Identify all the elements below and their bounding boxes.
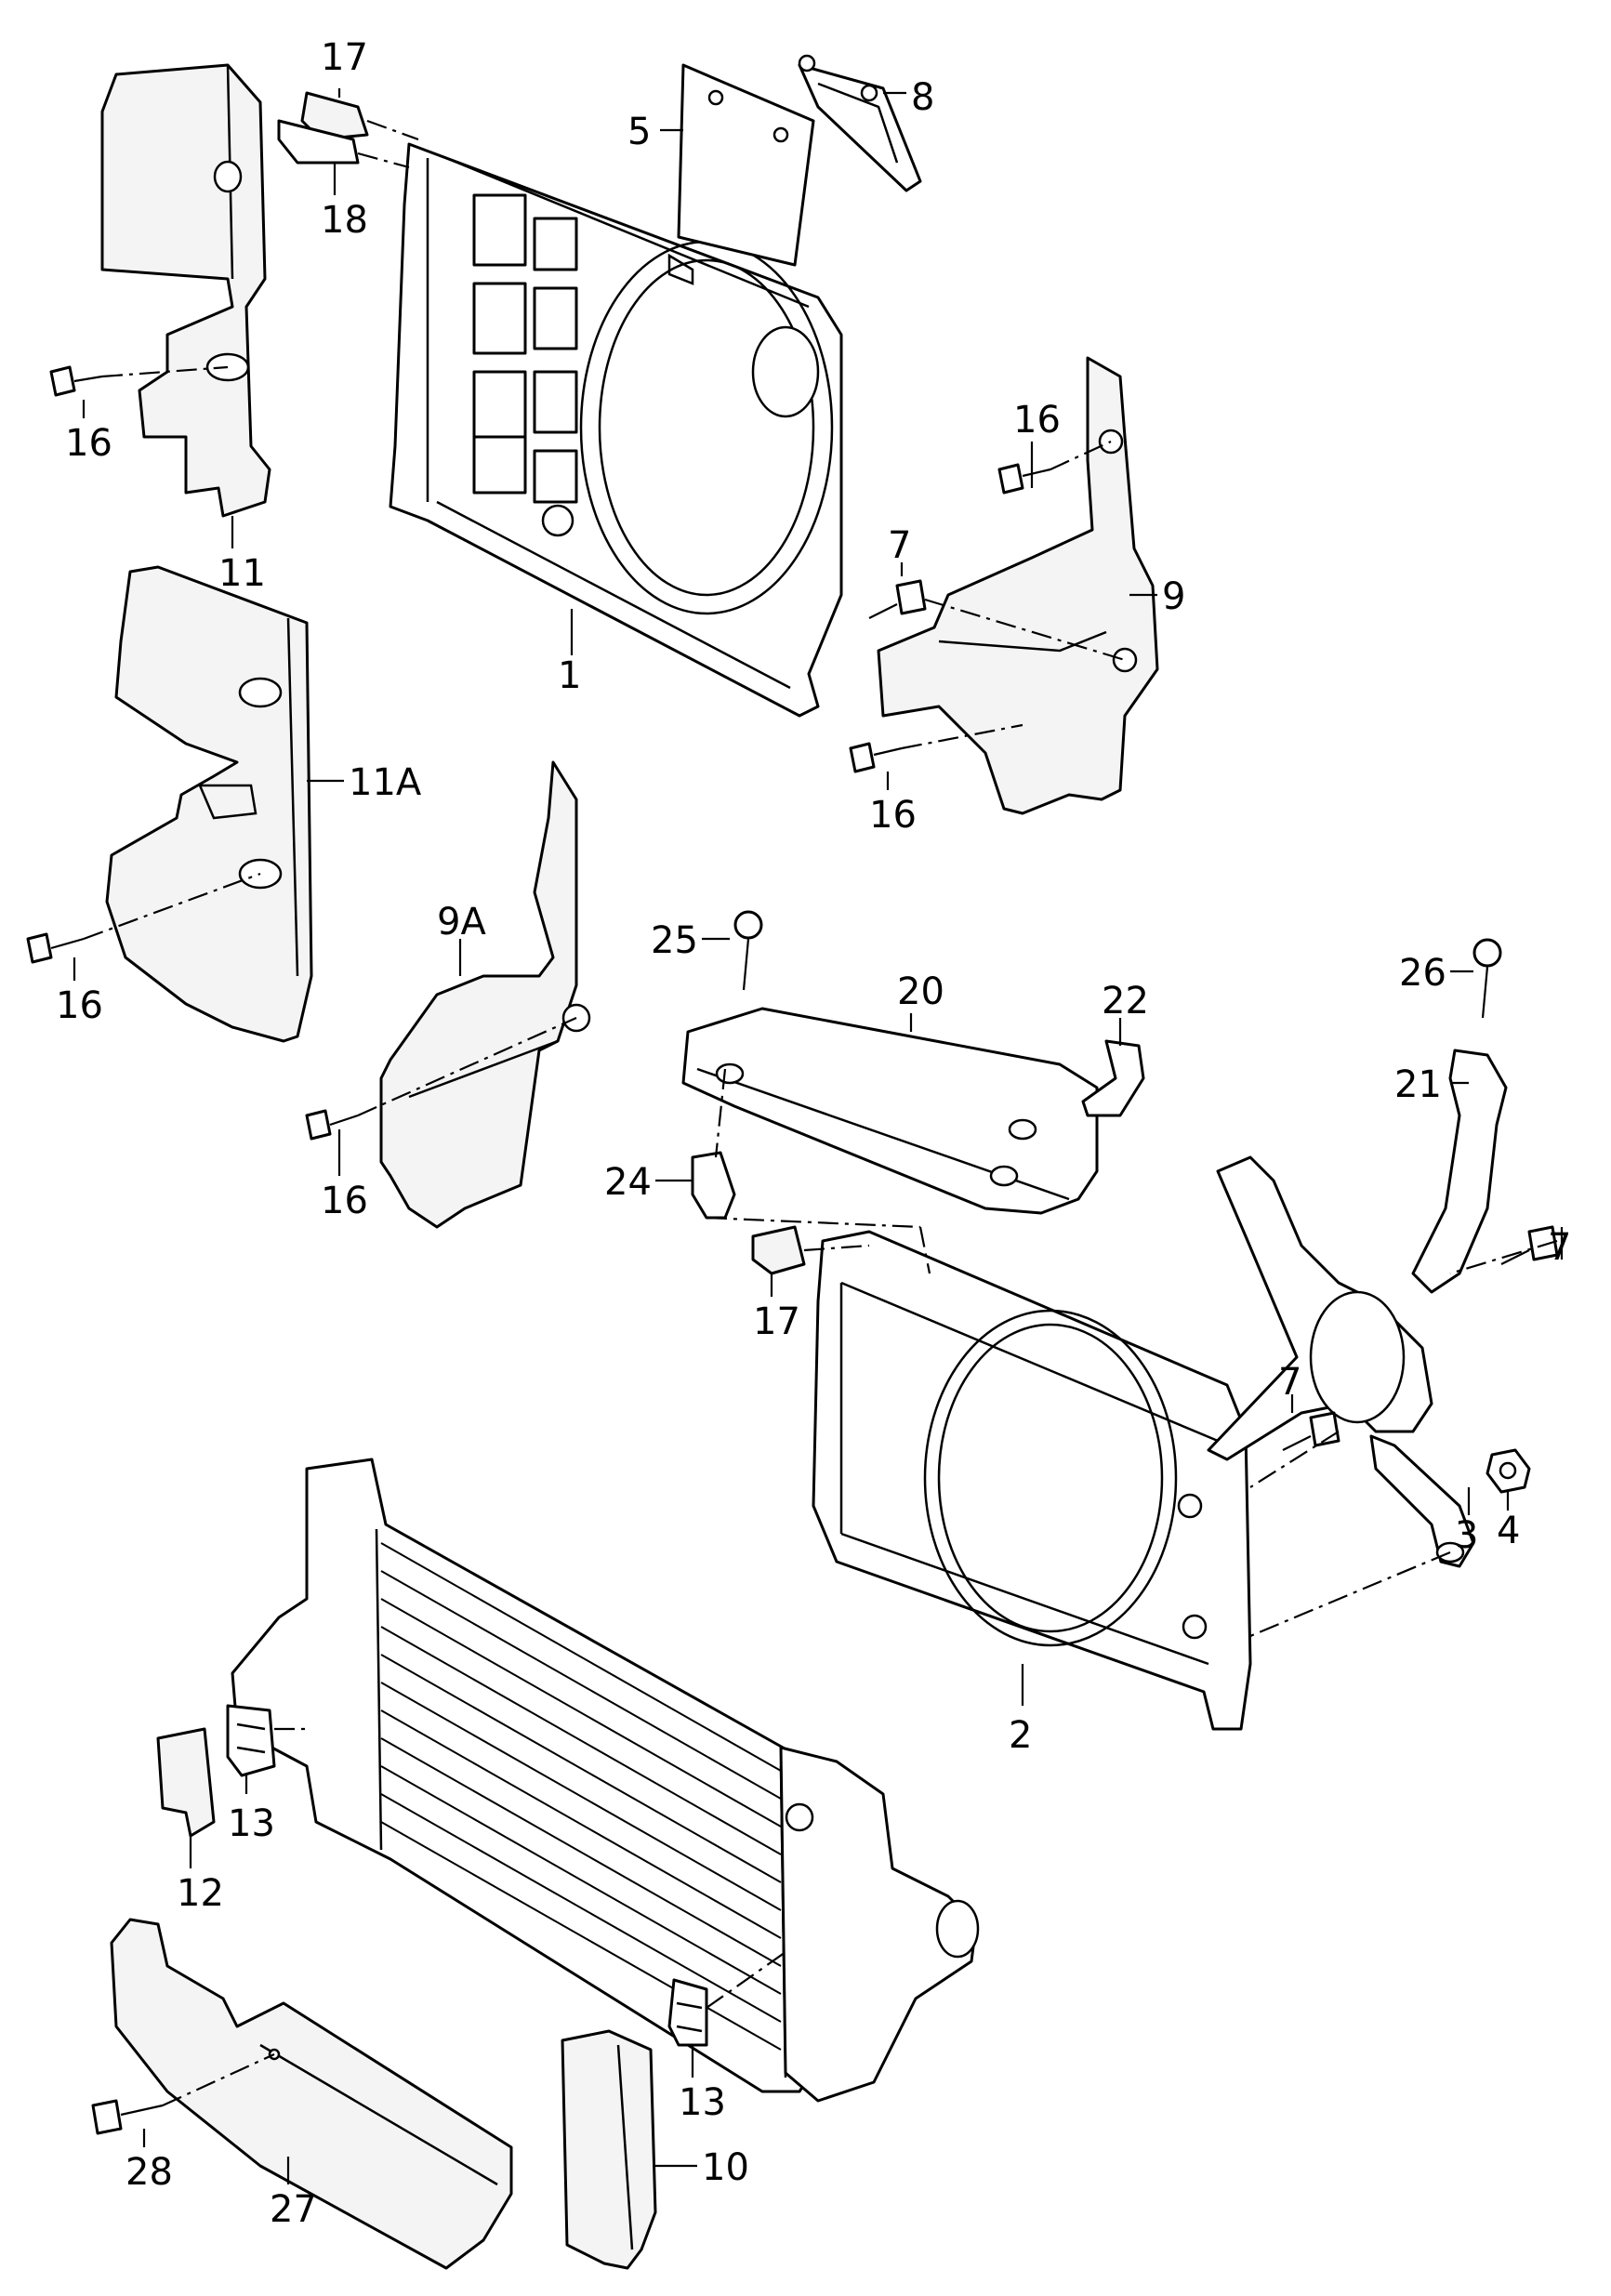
bolt-16d	[26, 932, 85, 964]
label-27: 27	[270, 2188, 317, 2231]
label-20: 20	[897, 970, 944, 1013]
part-12-bracket	[156, 1727, 216, 1838]
part-20-cover	[681, 1007, 1099, 1215]
label-5: 5	[627, 111, 651, 153]
part-8-bracket	[798, 54, 922, 192]
part-17-bracket-lower	[751, 1225, 806, 1275]
part-labels: 2 1 3 4 5 7 7 7 8 9 9A 10 11 11A 12 13 1…	[56, 36, 1571, 2231]
part-5-cover-plate	[677, 63, 815, 267]
label-13a: 13	[228, 1802, 275, 1845]
label-16e: 16	[321, 1180, 368, 1222]
label-22: 22	[1102, 980, 1149, 1023]
bolt-28	[91, 2099, 164, 2135]
part-13-clip-lower	[667, 1978, 708, 2047]
bolt-16e	[305, 1109, 359, 1141]
screw-26	[1472, 938, 1502, 1019]
label-11a: 11A	[349, 761, 422, 804]
part-27-insulation-panel	[110, 1918, 513, 2270]
part-22-clip	[1081, 1039, 1145, 1117]
bolt-16a	[49, 365, 103, 397]
label-4: 4	[1497, 1510, 1520, 1552]
label-10: 10	[702, 2146, 749, 2189]
label-16d: 16	[56, 984, 103, 1027]
part-11a-insulation-panel	[105, 565, 313, 1043]
label-7b: 7	[1548, 1226, 1571, 1269]
intercooler	[231, 1458, 980, 2103]
label-12: 12	[177, 1872, 224, 1915]
part-13-clip-upper	[226, 1704, 276, 1777]
part-10-insulation-panel	[561, 2029, 657, 2270]
label-26: 26	[1399, 952, 1446, 995]
label-1: 2	[1009, 1714, 1032, 1757]
part-9-insulation-panel	[877, 356, 1159, 815]
part-1-fan-shroud	[812, 1230, 1252, 1731]
screw-7b	[1500, 1225, 1559, 1265]
label-2: 1	[558, 654, 581, 697]
screw-7a	[868, 579, 927, 619]
part-2-fan-shroud-frame	[389, 142, 843, 718]
label-16a: 16	[65, 422, 112, 465]
part-11-insulation-panel	[100, 63, 271, 518]
part-4-nut	[1486, 1448, 1531, 1494]
label-24: 24	[604, 1161, 652, 1204]
label-leaders	[73, 88, 1564, 2184]
part-21-bracket-arm	[1411, 1049, 1508, 1294]
label-3: 3	[1455, 1514, 1478, 1557]
label-9: 9	[1162, 575, 1185, 618]
label-28: 28	[125, 2151, 173, 2194]
label-21: 21	[1394, 1063, 1442, 1106]
intercooler-fins	[380, 1542, 782, 2051]
label-16c: 16	[869, 794, 917, 837]
label-9a: 9A	[437, 901, 486, 943]
label-17b: 17	[753, 1300, 800, 1343]
label-8: 8	[911, 76, 934, 119]
label-7c: 7	[1278, 1361, 1301, 1404]
bolt-16c	[849, 742, 903, 773]
screw-25	[733, 910, 763, 991]
label-7a: 7	[888, 524, 911, 567]
label-18: 18	[321, 199, 368, 242]
assembly-lines	[83, 119, 1558, 2106]
label-17a: 17	[321, 36, 368, 79]
part-3-fan-mount-bracket	[1207, 1155, 1475, 1568]
part-18-bracket	[277, 119, 360, 165]
label-11: 11	[218, 552, 266, 595]
part-9a-insulation-panel	[379, 760, 591, 1229]
label-25: 25	[651, 919, 698, 962]
part-24-clip	[691, 1151, 736, 1220]
screw-7c	[1282, 1411, 1340, 1451]
bolt-16b	[997, 463, 1051, 495]
label-16b: 16	[1013, 399, 1061, 442]
label-13b: 13	[679, 2081, 726, 2124]
